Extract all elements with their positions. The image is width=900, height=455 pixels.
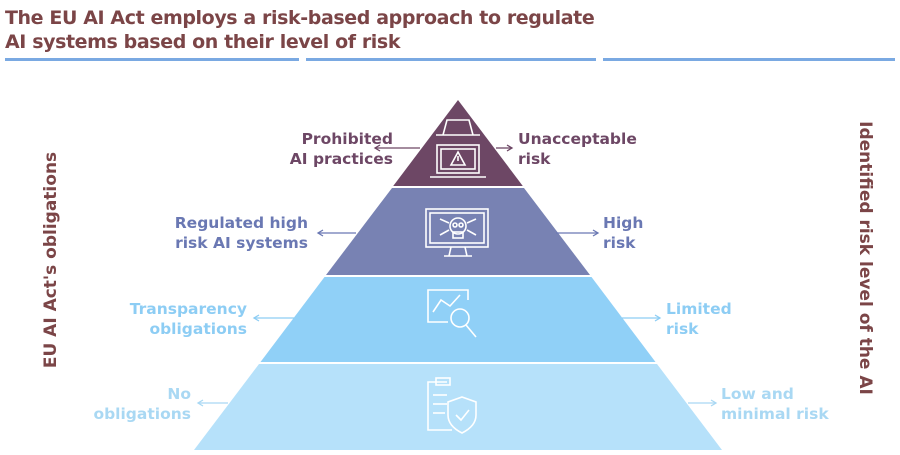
label-line: Unacceptable — [518, 130, 637, 148]
risk-label-unacceptable: Unacceptable risk — [518, 129, 637, 169]
right-axis-label: Identified risk level of the AI — [855, 121, 875, 395]
label-line: Transparency — [129, 300, 247, 318]
obligation-label-prohibited: Prohibited AI practices — [250, 129, 393, 169]
page-title: The EU AI Act employs a risk-based appro… — [5, 7, 595, 53]
label-line: minimal risk — [721, 405, 829, 423]
label-line: obligations — [93, 405, 191, 423]
tier-minimal — [194, 364, 722, 450]
divider-3 — [603, 58, 895, 61]
arrow-left-3 — [252, 314, 294, 322]
label-line: Prohibited — [301, 130, 393, 148]
arrow-right-4 — [688, 399, 718, 407]
label-line: Regulated high — [174, 214, 308, 232]
obligation-label-transparency: Transparency obligations — [100, 299, 247, 339]
label-line: High — [603, 214, 644, 232]
label-line: No — [167, 385, 191, 403]
label-line: AI practices — [289, 150, 393, 168]
tier-unacceptable — [393, 100, 523, 186]
left-axis-label: EU AI Act's obligations — [41, 151, 61, 369]
obligation-label-none: No obligations — [60, 384, 191, 424]
label-line: risk AI systems — [175, 234, 308, 252]
risk-label-minimal: Low and minimal risk — [721, 384, 829, 424]
arrow-right-2 — [556, 229, 600, 237]
divider-1 — [5, 58, 299, 61]
arrow-left-2 — [316, 229, 356, 237]
arrow-left-1 — [373, 144, 420, 152]
chart-magnifier-icon — [427, 289, 477, 338]
arrow-right-3 — [622, 314, 662, 322]
monitor-skull-icon — [425, 208, 489, 257]
spy-laptop-warning-icon — [430, 119, 486, 178]
arrow-right-1 — [496, 144, 514, 152]
risk-label-limited: Limited risk — [666, 299, 732, 339]
divider-2 — [306, 58, 596, 61]
label-line: Low and — [721, 385, 794, 403]
label-line: risk — [518, 150, 551, 168]
label-line: obligations — [149, 320, 247, 338]
clipboard-shield-icon — [427, 377, 477, 434]
arrow-left-4 — [196, 399, 228, 407]
label-line: risk — [603, 234, 636, 252]
tier-limited — [260, 277, 656, 362]
obligation-label-high-risk: Regulated high risk AI systems — [150, 213, 308, 253]
label-line: risk — [666, 320, 699, 338]
risk-label-high: High risk — [603, 213, 643, 253]
label-line: Limited — [666, 300, 732, 318]
